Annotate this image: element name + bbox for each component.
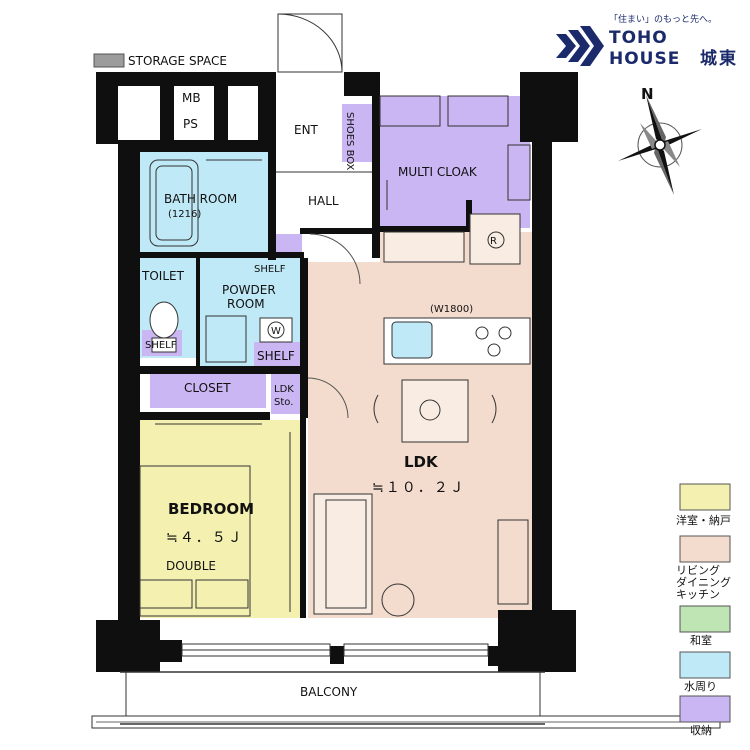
compass-rose-icon <box>618 95 702 195</box>
closet-label: CLOSET <box>184 381 231 395</box>
fridge-label: R <box>490 236 497 247</box>
brand-name-toho: TOHO <box>609 28 668 48</box>
bedroom-floor <box>140 420 306 618</box>
toilet-icon <box>149 301 179 353</box>
mb-label: MB <box>182 91 201 105</box>
brand-mark-icon <box>556 26 604 66</box>
dining-table <box>373 379 497 443</box>
entrance-door[interactable] <box>277 13 343 73</box>
brand-logo: 「住まい」のもっと先へ。 TOHO HOUSE 城東 <box>556 13 738 69</box>
ldk-door[interactable] <box>307 377 349 419</box>
legend-label-water: 水周り <box>684 680 717 693</box>
powder-room-label-2: ROOM <box>227 297 265 311</box>
ps-label: PS <box>183 117 198 131</box>
balcony-label: BALCONY <box>300 685 358 699</box>
bathtub <box>149 159 262 247</box>
legend-swatch-storage <box>679 695 731 723</box>
brand-tagline: 「住まい」のもっと先へ。 <box>609 13 717 25</box>
bed-double-label: DOUBLE <box>166 559 216 573</box>
ldk-area-label: ≒１０．２Ｊ <box>372 480 466 496</box>
toilet-label: TOILET <box>141 269 185 283</box>
shelf-top-label: SHELF <box>254 264 286 275</box>
hall-door[interactable] <box>309 233 361 285</box>
shelf-left-label: SHELF <box>145 340 177 351</box>
walls <box>96 72 578 672</box>
legend: 洋室・納戸 リビング ダイニング キッチン 和室 水周り 収納 <box>676 483 731 737</box>
storage-space-label: STORAGE SPACE <box>128 54 227 68</box>
storage-space-swatch <box>93 53 125 68</box>
kitchen-width-label: (W1800) <box>430 304 473 315</box>
legend-swatch-water <box>679 651 731 679</box>
shelf-right-floor <box>254 342 300 366</box>
legend-swatch-japanese <box>679 605 731 633</box>
shelf-top-floor <box>276 234 302 256</box>
multi-cloak-floor <box>380 96 530 228</box>
bath-floor <box>140 152 268 252</box>
legend-label-storage: 収納 <box>690 724 712 737</box>
washbasin <box>205 315 247 363</box>
ldk-label: LDK <box>404 453 439 471</box>
hall-label: HALL <box>308 194 339 208</box>
legend-swatch-ldk <box>679 535 731 563</box>
shoes-box-floor <box>342 104 372 162</box>
sofa <box>313 493 529 617</box>
kitchen-counter <box>383 213 531 365</box>
bedroom-label: BEDROOM <box>168 500 254 518</box>
shoes-box: SHOES BOX <box>344 112 355 170</box>
ldk-storage-label-2: Sto. <box>274 397 293 408</box>
closet-floor <box>150 374 266 408</box>
compass: N <box>618 85 702 195</box>
brand-name-house: HOUSE <box>609 49 680 69</box>
multi-cloak-label: MULTI CLOAK <box>398 165 478 179</box>
ldk-storage-floor <box>271 374 303 414</box>
brand-branch: 城東 <box>700 48 738 69</box>
bed <box>139 465 251 617</box>
ldk-storage-label-1: LDK <box>274 384 294 395</box>
bath-size-label: (1216) <box>168 209 201 220</box>
ent-label: ENT <box>294 123 319 137</box>
shelf-right-label: SHELF <box>257 349 295 363</box>
bath-room-label: BATH ROOM <box>164 192 237 206</box>
compass-north-label: N <box>641 85 654 103</box>
powder-room-label-1: POWDER <box>222 283 276 297</box>
legend-label-western: 洋室・納戸 <box>676 513 731 527</box>
legend-label-ldk-3: キッチン <box>676 588 720 601</box>
windows <box>181 643 489 657</box>
balcony: BALCONY <box>91 671 721 729</box>
bedroom-area-label: ≒４．５Ｊ <box>166 530 244 546</box>
washer-label: W <box>271 326 281 337</box>
washer: W <box>259 317 293 343</box>
legend-label-japanese: 和室 <box>690 633 712 647</box>
legend-label-ldk-1: リビング <box>676 563 720 577</box>
multi-cloak <box>379 95 531 210</box>
shoes-box-label: SHOES BOX <box>344 112 355 170</box>
legend-label-ldk-2: ダイニング <box>676 575 731 589</box>
legend-swatch-western <box>679 483 731 511</box>
